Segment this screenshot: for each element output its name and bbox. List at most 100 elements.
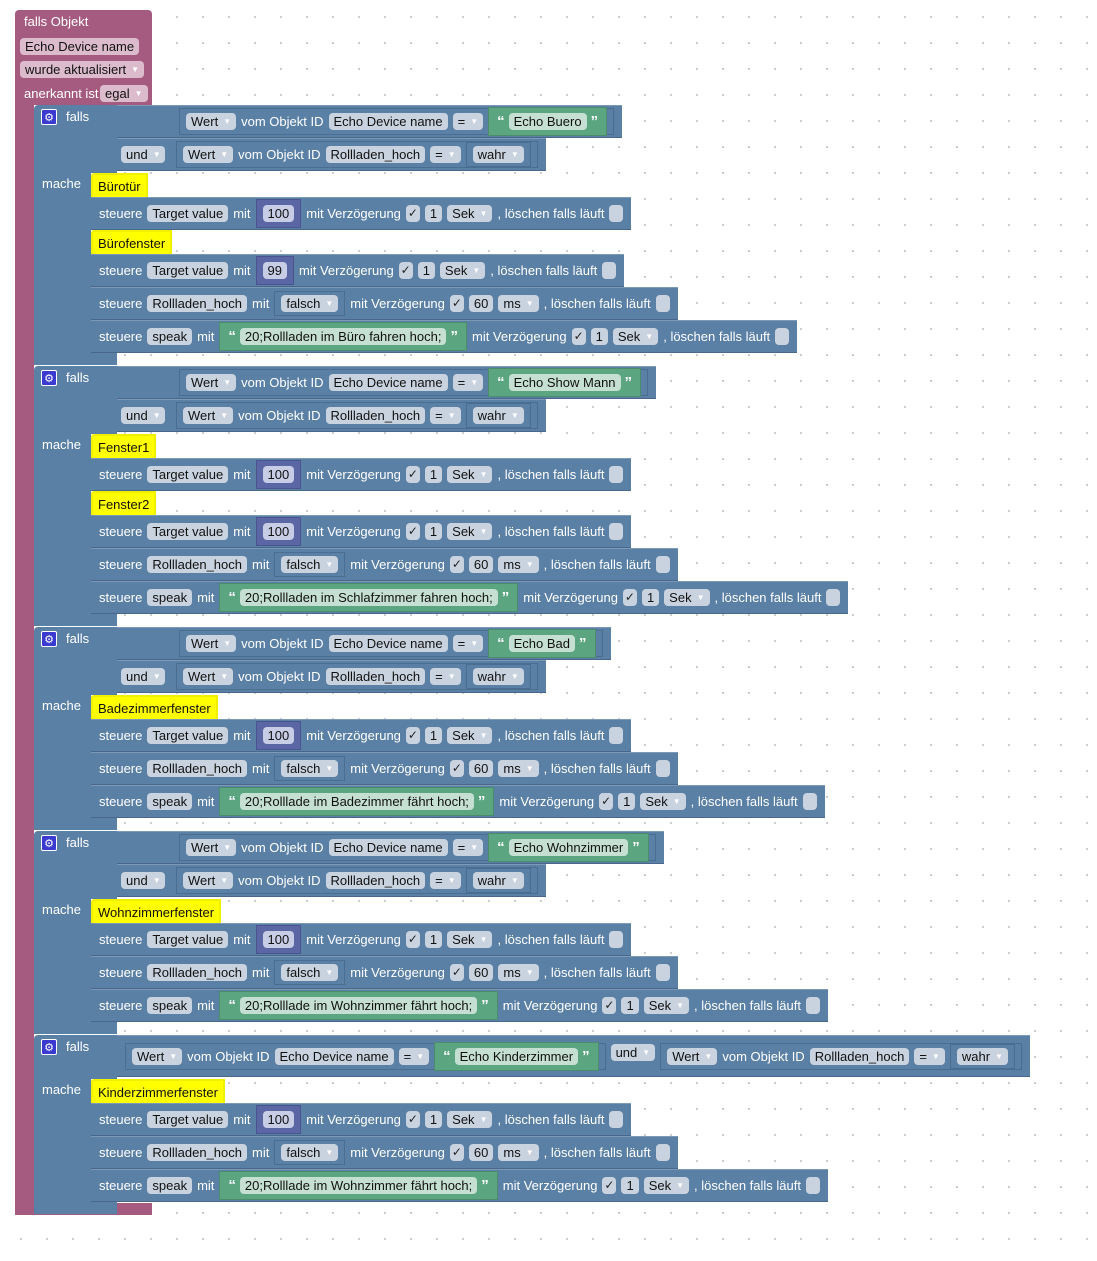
boolean-dropdown[interactable]: falsch▼ (281, 760, 339, 777)
text-field[interactable]: 20;Rolllade im Badezimmer fährt hoch; (239, 793, 474, 810)
target-object-field[interactable]: Target value (147, 466, 229, 483)
text-field[interactable]: 20;Rollladen im Büro fahren hoch; (239, 328, 447, 345)
delay-checkbox[interactable]: ✓ (449, 1144, 464, 1161)
object-id-field[interactable]: Echo Device name (328, 635, 448, 652)
text-field[interactable]: 20;Rolllade im Wohnzimmer fährt hoch; (239, 1177, 478, 1194)
number-field[interactable]: 100 (262, 931, 295, 948)
boolean-dropdown[interactable]: falsch▼ (281, 964, 339, 981)
text-block[interactable]: “Echo Bad” (488, 629, 596, 658)
text-block[interactable]: “20;Rolllade im Wohnzimmer fährt hoch;” (219, 1171, 498, 1200)
gear-icon[interactable]: ⚙ (41, 370, 57, 386)
object-id-field[interactable]: Rollladen_hoch (325, 407, 426, 424)
delay-value-field[interactable]: 60 (468, 556, 494, 573)
delay-checkbox[interactable]: ✓ (398, 262, 413, 279)
delay-value-field[interactable]: 60 (468, 760, 494, 777)
clear-running-checkbox[interactable] (609, 1111, 624, 1128)
delay-value-field[interactable]: 1 (641, 589, 660, 606)
delay-unit-dropdown[interactable]: Sek▼ (439, 262, 486, 279)
connector-dropdown[interactable]: und▼ (121, 146, 165, 163)
logic-value-block[interactable]: wahr▼ (465, 868, 531, 893)
source-dropdown[interactable]: Wert▼ (186, 113, 237, 130)
gear-icon[interactable]: ⚙ (41, 1039, 57, 1055)
number-block[interactable]: 100 (255, 925, 302, 954)
source-dropdown[interactable]: Wert▼ (186, 374, 237, 391)
delay-value-field[interactable]: 60 (468, 1144, 494, 1161)
text-block[interactable]: “20;Rollladen im Büro fahren hoch;” (219, 322, 467, 351)
object-id-field[interactable]: Echo Device name (274, 1048, 394, 1065)
text-block[interactable]: “Echo Wohnzimmer” (488, 833, 649, 862)
number-field[interactable]: 100 (262, 1111, 295, 1128)
clear-running-checkbox[interactable] (602, 262, 617, 279)
source-dropdown[interactable]: Wert▼ (183, 668, 234, 685)
boolean-dropdown[interactable]: falsch▼ (281, 1144, 339, 1161)
delay-checkbox[interactable]: ✓ (602, 997, 617, 1014)
logic-value-block[interactable]: falsch▼ (274, 756, 346, 781)
text-block[interactable]: “Echo Show Mann” (488, 368, 642, 397)
delay-checkbox[interactable]: ✓ (449, 964, 464, 981)
delay-unit-dropdown[interactable]: Sek▼ (643, 997, 690, 1014)
source-dropdown[interactable]: Wert▼ (183, 146, 234, 163)
target-object-field[interactable]: speak (147, 328, 193, 345)
boolean-dropdown[interactable]: wahr▼ (472, 872, 524, 889)
boolean-dropdown[interactable]: falsch▼ (281, 295, 339, 312)
clear-running-checkbox[interactable] (775, 328, 790, 345)
delay-checkbox[interactable]: ✓ (405, 205, 420, 222)
delay-checkbox[interactable]: ✓ (622, 589, 637, 606)
connector-dropdown[interactable]: und▼ (121, 668, 165, 685)
boolean-dropdown[interactable]: wahr▼ (472, 668, 524, 685)
delay-checkbox[interactable]: ✓ (449, 760, 464, 777)
text-block[interactable]: “20;Rolllade im Wohnzimmer fährt hoch;” (219, 991, 498, 1020)
delay-unit-dropdown[interactable]: Sek▼ (447, 727, 493, 744)
number-field[interactable]: 100 (262, 727, 295, 744)
delay-unit-dropdown[interactable]: Sek▼ (664, 589, 710, 606)
delay-value-field[interactable]: 1 (621, 997, 639, 1014)
clear-running-checkbox[interactable] (655, 1144, 670, 1161)
operator-dropdown[interactable]: =▼ (452, 839, 484, 856)
operator-dropdown[interactable]: =▼ (430, 668, 461, 685)
text-field[interactable]: Echo Wohnzimmer (508, 839, 629, 856)
operator-dropdown[interactable]: =▼ (430, 407, 461, 424)
delay-value-field[interactable]: 1 (590, 328, 608, 345)
number-field[interactable]: 100 (262, 466, 295, 483)
clear-running-checkbox[interactable] (805, 997, 820, 1014)
source-dropdown[interactable]: Wert▼ (183, 407, 234, 424)
target-object-field[interactable]: Rollladen_hoch (147, 556, 247, 573)
comment-block[interactable]: Wohnzimmerfenster (91, 899, 222, 925)
delay-unit-dropdown[interactable]: Sek▼ (447, 466, 493, 483)
clear-running-checkbox[interactable] (802, 793, 817, 810)
trigger-event-dropdown[interactable]: wurde aktualisiert▼ (20, 61, 145, 78)
clear-running-checkbox[interactable] (655, 295, 670, 312)
target-object-field[interactable]: Target value (147, 523, 229, 540)
delay-unit-dropdown[interactable]: Sek▼ (447, 1111, 493, 1128)
delay-unit-dropdown[interactable]: Sek▼ (447, 205, 493, 222)
comment-block[interactable]: Bürofenster (91, 230, 173, 256)
clear-running-checkbox[interactable] (609, 523, 624, 540)
logic-value-block[interactable]: falsch▼ (274, 960, 346, 985)
target-object-field[interactable]: Rollladen_hoch (147, 760, 247, 777)
gear-icon[interactable]: ⚙ (41, 109, 57, 125)
operator-dropdown[interactable]: =▼ (914, 1048, 945, 1065)
